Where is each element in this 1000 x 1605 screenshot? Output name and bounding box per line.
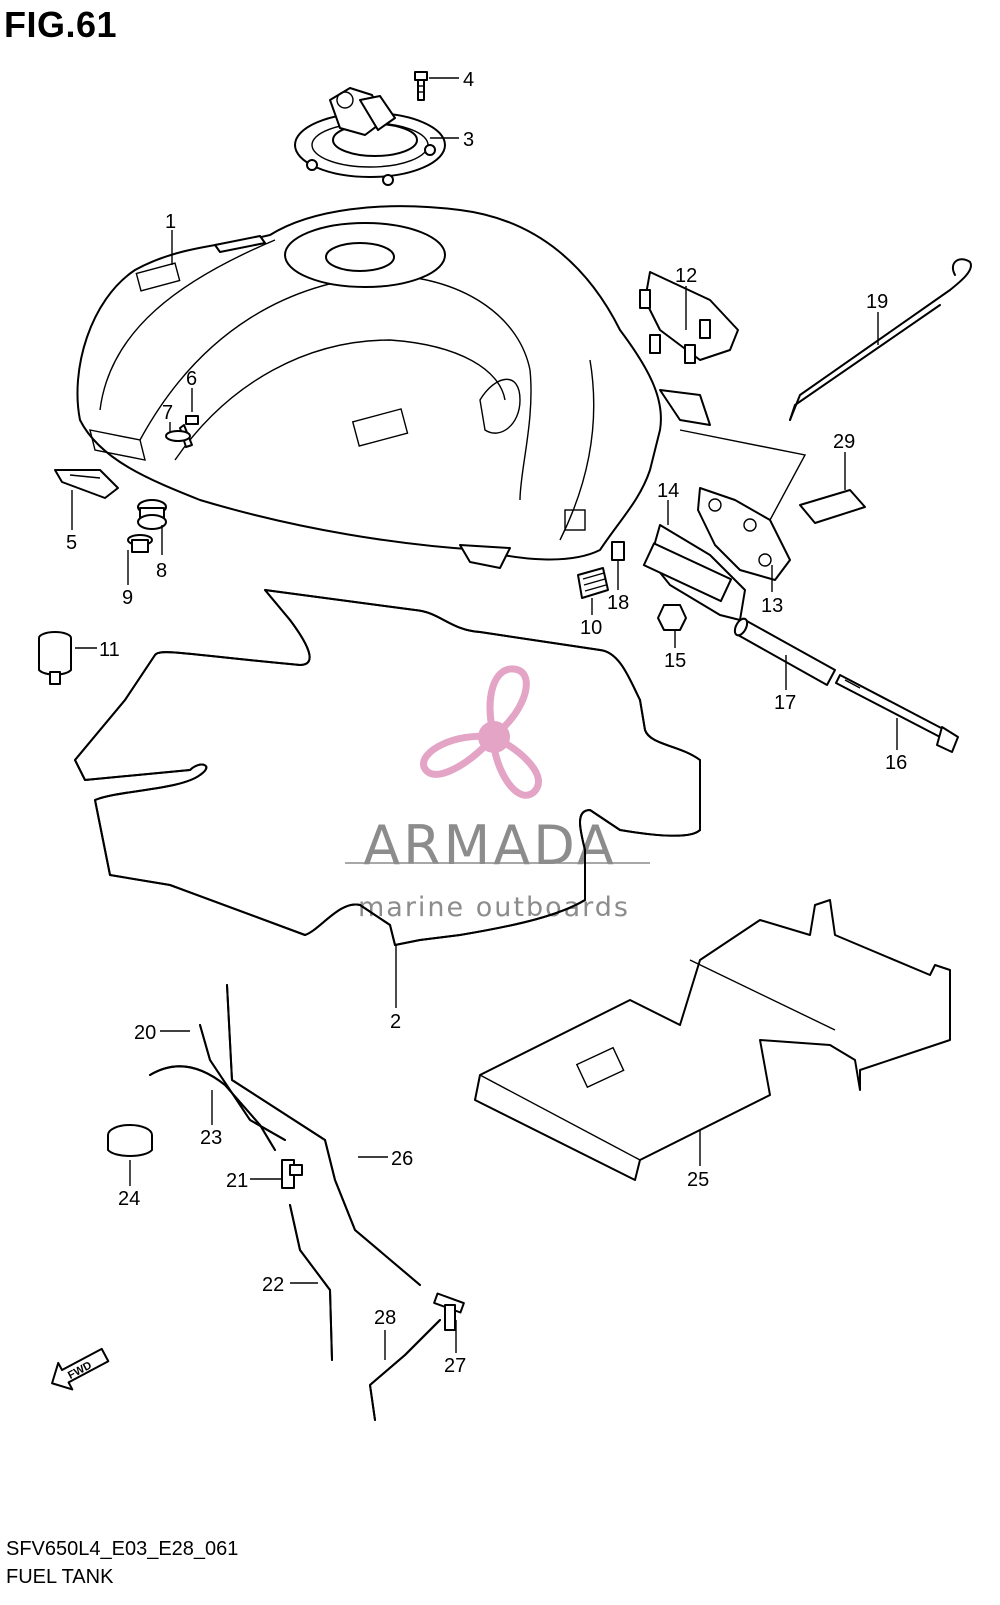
- part-joint-27: [433, 1292, 465, 1331]
- callout-24: 24: [118, 1188, 140, 1210]
- part-prop-rod: [789, 258, 972, 421]
- callout-7: 7: [162, 402, 173, 424]
- part-grommet: [137, 499, 167, 530]
- callout-6: 6: [186, 368, 197, 390]
- part-hose-20: [199, 1024, 286, 1141]
- callout-9: 9: [122, 587, 133, 609]
- callout-19: 19: [866, 291, 888, 313]
- callout-29: 29: [833, 431, 855, 453]
- callout-13: 13: [761, 595, 783, 617]
- part-ring-24: [107, 1124, 153, 1157]
- part-hinge-bracket: [642, 524, 746, 621]
- callout-20: 20: [134, 1022, 156, 1044]
- callout-3: 3: [463, 129, 474, 151]
- part-heat-shield: [474, 899, 951, 1181]
- part-cushion: [38, 631, 72, 685]
- part-fuel-tank: [76, 205, 711, 569]
- part-collar: [127, 534, 153, 553]
- callout-27: 27: [444, 1355, 466, 1377]
- watermark: ARMADA marine outboards: [345, 665, 650, 923]
- watermark-tagline: marine outboards: [358, 892, 630, 923]
- part-hinge-plate: [697, 487, 791, 581]
- callout-18: 18: [607, 592, 629, 614]
- figure-title: FIG.61: [4, 4, 118, 45]
- callout-4: 4: [463, 69, 474, 91]
- part-fuel-cap: [294, 87, 446, 186]
- callout-10: 10: [580, 617, 602, 639]
- callout-26: 26: [391, 1148, 413, 1170]
- callout-5: 5: [66, 532, 77, 554]
- callout-16: 16: [885, 752, 907, 774]
- part-clip: [611, 541, 625, 561]
- part-bracket: [54, 469, 119, 499]
- part-label: [679, 429, 866, 524]
- callout-15: 15: [664, 650, 686, 672]
- callout-11: 11: [99, 639, 120, 661]
- part-hose-28: [369, 1319, 441, 1421]
- part-hose-22: [289, 1204, 333, 1361]
- part-seal: [74, 589, 701, 946]
- watermark-brand: ARMADA: [363, 814, 617, 877]
- fwd-label: FWD: [66, 1359, 94, 1381]
- part-joint-21: [281, 1159, 303, 1189]
- figure-code: SFV650L4_E03_E28_061: [6, 1538, 239, 1560]
- part-cap-screw: [414, 71, 428, 101]
- leader-lines: [71, 77, 898, 1360]
- part-pad: [577, 567, 609, 599]
- callout-numbers: 1 2 3 4 5 6 7 8 9 10 11 12 13 14 15 16 1…: [66, 69, 907, 1377]
- part-hose-23: [149, 1065, 276, 1151]
- figure-name: FUEL TANK: [6, 1566, 114, 1588]
- callout-8: 8: [156, 560, 167, 582]
- callout-2: 2: [390, 1011, 401, 1033]
- part-hose-26: [226, 984, 421, 1286]
- part-long-bolt: [835, 674, 959, 753]
- callout-12: 12: [675, 265, 697, 287]
- callout-17: 17: [774, 692, 796, 714]
- callout-25: 25: [687, 1169, 709, 1191]
- part-collar-tube: [733, 617, 836, 686]
- propeller-icon: [420, 665, 542, 799]
- callout-1: 1: [165, 211, 176, 233]
- forward-arrow-icon: FWD: [51, 1347, 110, 1391]
- part-bracket-upper: [639, 271, 739, 364]
- callout-22: 22: [262, 1274, 284, 1296]
- callout-28: 28: [374, 1307, 396, 1329]
- callout-23: 23: [200, 1127, 222, 1149]
- part-nut: [657, 604, 687, 631]
- part-washer: [165, 430, 191, 442]
- callout-21: 21: [226, 1170, 248, 1192]
- callout-14: 14: [657, 480, 679, 502]
